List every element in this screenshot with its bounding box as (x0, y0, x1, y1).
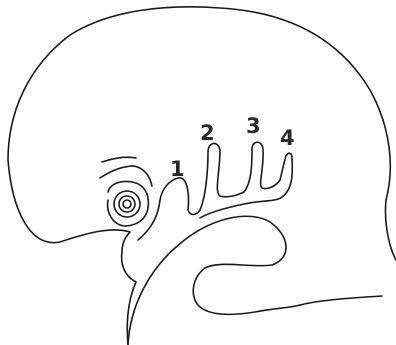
eye-inner-ring (123, 200, 131, 208)
arch-label-4: 4 (280, 126, 295, 150)
eye-middle-ring (119, 196, 135, 212)
eye-outer-ring (114, 191, 140, 217)
pharyngeal-arches-outline (138, 142, 292, 240)
arch-label-3: 3 (246, 114, 261, 138)
brow-line-lower (100, 166, 152, 186)
arch-label-1: 1 (170, 157, 185, 181)
brow-line-upper (102, 157, 136, 162)
arch-label-2: 2 (200, 121, 215, 145)
heart-bulge-outline (128, 216, 382, 345)
head-outline (8, 7, 396, 345)
